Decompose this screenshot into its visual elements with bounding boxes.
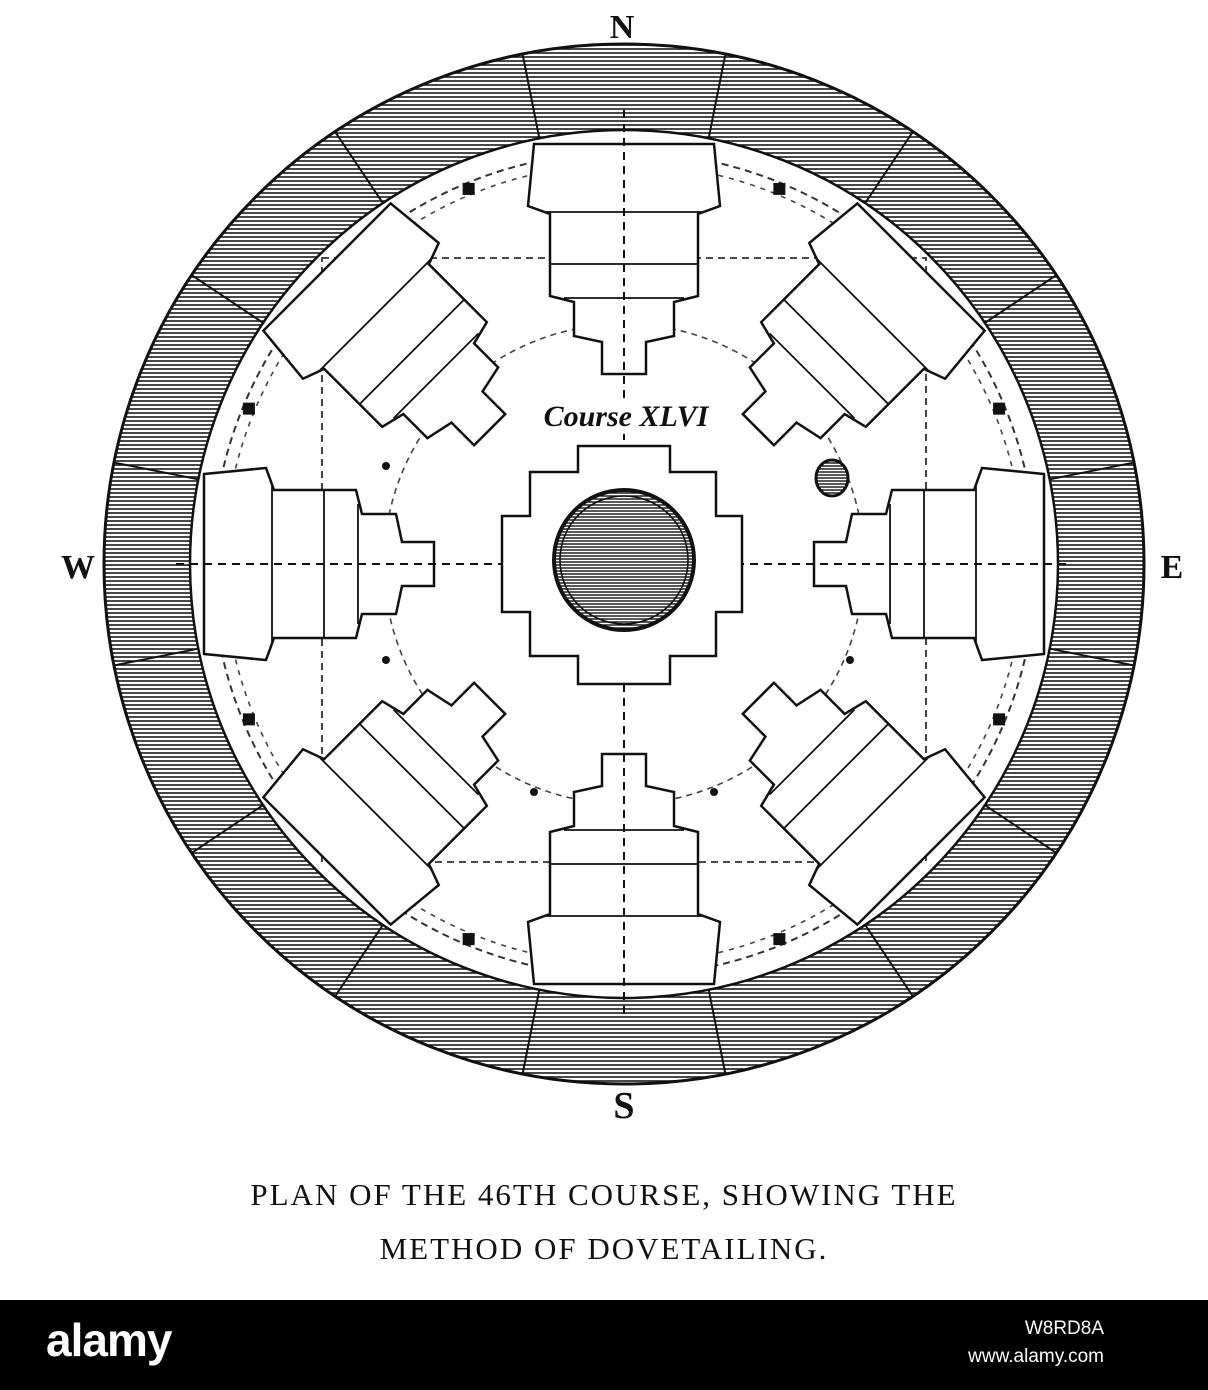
bolt-hole [993,402,1006,415]
stock-watermark-bar [0,1300,1208,1390]
ring-joint-line [113,461,199,481]
compass-east-label: E [1161,549,1184,586]
dovetail-stone [261,201,507,447]
ring-joint-line [521,53,541,139]
caption-line-1: PLAN OF THE 46TH COURSE, SHOWING THE [250,1177,958,1212]
stock-logo: alamy [46,1314,172,1366]
ring-joint-line [1049,461,1135,481]
bolt-hole [993,713,1006,726]
ring-joint-line [707,53,727,139]
ring-joint-line [191,274,264,324]
bolt-hole [773,182,786,195]
compass-west-label: W [61,549,95,586]
dowel-dot [710,788,718,796]
ring-joint-line [113,647,199,667]
bolt-hole [773,933,786,946]
bolt-hole [242,402,255,415]
ring-joint-line [191,804,264,854]
ring-joint-line [707,989,727,1075]
dovetail-course-plan-diagram: N S E W Course XLVI [0,0,1208,1300]
ring-joint-line [864,131,914,204]
stock-url: www.alamy.com [968,1346,1104,1367]
bolt-hole [462,933,475,946]
dovetail-stone [741,201,987,447]
compass-north-label: N [610,9,635,46]
bolt-hole [462,182,475,195]
oval-hole [814,458,850,498]
ring-joint-line [521,989,541,1075]
compass-south-label: S [613,1085,634,1127]
centre-stone [500,444,744,686]
ring-joint-line [334,131,384,204]
dowel-dot [382,656,390,664]
caption-line-2: METHOD OF DOVETAILING. [379,1231,829,1266]
dovetail-stone [741,681,987,927]
bolt-hole [242,713,255,726]
bolt-holes [242,182,1006,946]
figure-caption: PLAN OF THE 46TH COURSE, SHOWING THE MET… [0,1168,1208,1276]
ring-joint-line [984,804,1057,854]
dowel-dot [846,656,854,664]
dowel-dot [530,788,538,796]
stock-image-id: W8RD8A [1024,1318,1104,1339]
dowel-dot [382,462,390,470]
dovetail-stone [261,681,507,927]
ring-joint-line [864,924,914,997]
ring-joint-line [1049,647,1135,667]
course-label: Course XLVI [544,400,710,433]
ring-joint-line [334,924,384,997]
ring-joint-line [984,274,1057,324]
dovetail-stone [812,466,1046,662]
